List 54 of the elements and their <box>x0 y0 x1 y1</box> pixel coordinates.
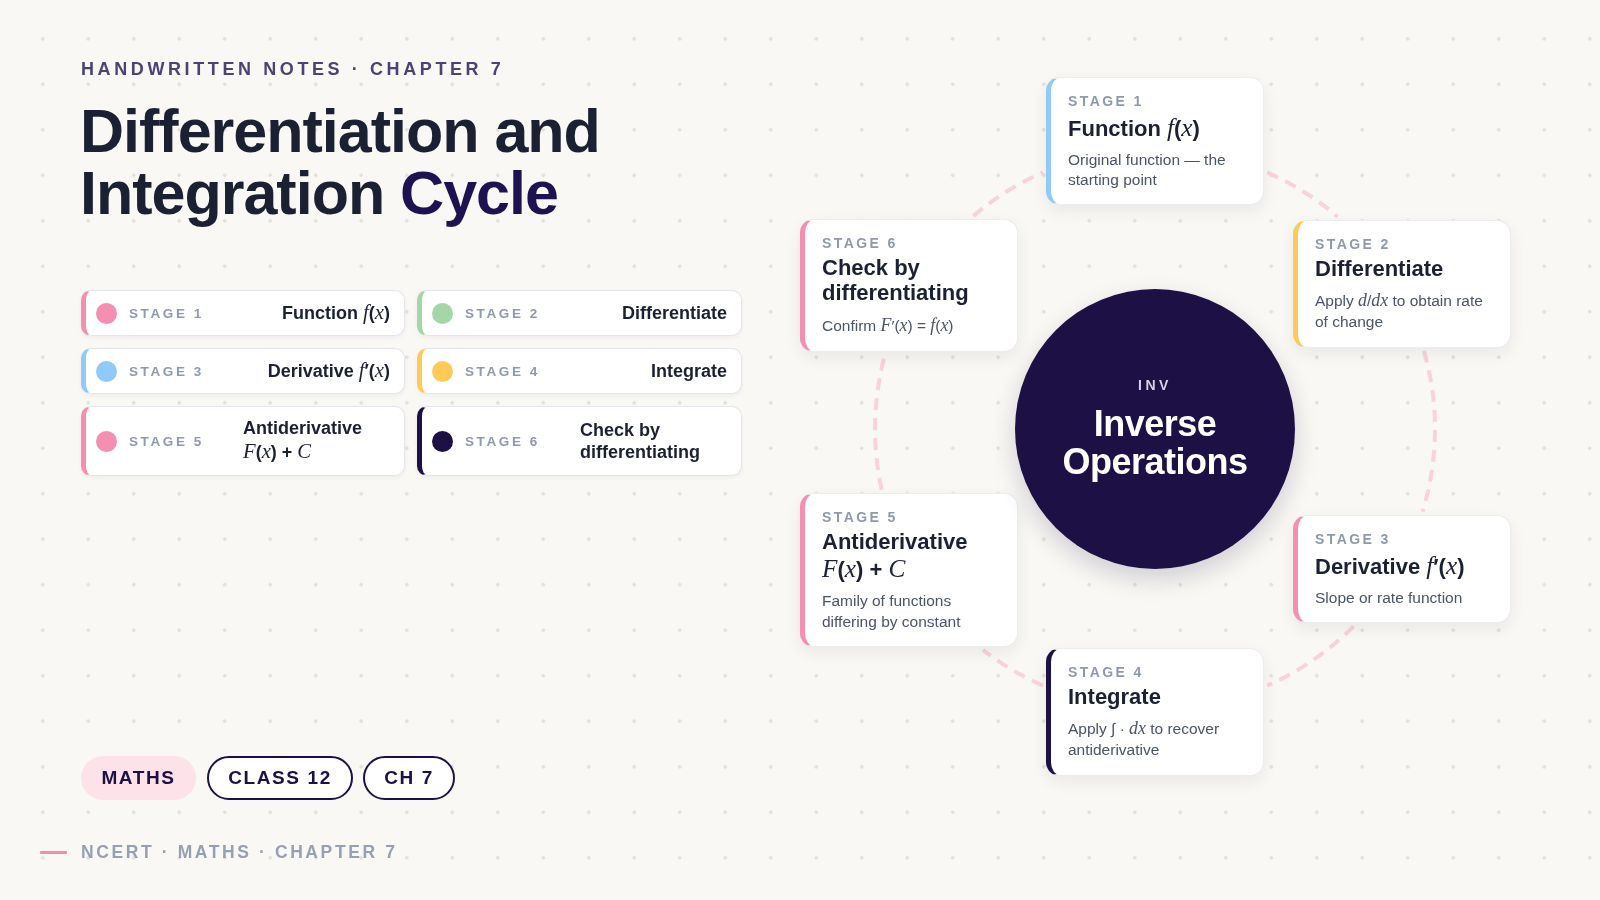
stage-title: Check by differentiating <box>822 255 970 306</box>
stage-title: Check by differentiating <box>579 418 701 464</box>
stage-description: Apply d/dx to obtain rate of change <box>1315 289 1484 333</box>
stage-title: Differentiate <box>1315 256 1445 282</box>
stage-description: Apply ∫ · dx to recover antiderivative <box>1068 717 1221 761</box>
stage-title: Derivative f′(x) <box>1315 551 1466 581</box>
class-tag: CLASS 12 <box>207 756 353 800</box>
stage-title: Function f(x) <box>281 300 390 326</box>
stage-row-card <box>417 406 742 476</box>
dashed-arc <box>972 170 1044 218</box>
chapter-tag: CH 7 <box>363 756 455 800</box>
stage-row-card <box>417 290 742 336</box>
circle-title: Inverse Operations <box>1061 405 1249 481</box>
stage-label: STAGE 6 <box>465 433 540 449</box>
stage-card <box>1293 515 1511 624</box>
stage-description: Slope or rate function <box>1315 588 1464 609</box>
stage-title: Antiderivative F(x) + C <box>822 529 969 584</box>
dashed-arc <box>1266 170 1339 219</box>
circle-label: INV <box>1138 377 1172 393</box>
footer-text: NCERT · MATHS · CHAPTER 7 <box>81 842 398 863</box>
stage-title: Integrate <box>649 359 727 383</box>
stage-row-card <box>81 348 405 394</box>
stage-title: Differentiate <box>620 301 727 325</box>
stage-description: Confirm F′(x) = f(x) <box>822 313 955 337</box>
stage-card <box>1046 648 1264 776</box>
stage-row-card <box>417 348 742 394</box>
subject-tag: MATHS <box>81 756 196 800</box>
stage-title: Antiderivative F(x) + C <box>242 416 364 465</box>
stage-label: STAGE 5 <box>129 433 204 449</box>
stage-label: STAGE 4 <box>465 363 540 379</box>
dashed-arc <box>1266 624 1355 688</box>
stage-label: STAGE 1 <box>1068 93 1145 109</box>
stage-label: STAGE 3 <box>1315 531 1392 547</box>
stage-label: STAGE 2 <box>465 305 540 321</box>
stage-label: STAGE 3 <box>129 363 204 379</box>
stage-card <box>800 493 1018 647</box>
stage-label: STAGE 4 <box>1068 664 1145 680</box>
stage-title: Function f(x) <box>1068 113 1201 143</box>
stage-description: Original function — the starting point <box>1068 150 1227 191</box>
stage-label: STAGE 2 <box>1315 236 1392 252</box>
stage-description: Family of functions differing by constant <box>822 591 962 632</box>
dashed-arc <box>1420 350 1437 513</box>
stage-label: STAGE 1 <box>129 305 204 321</box>
stage-title: Integrate <box>1068 684 1162 710</box>
stage-label: STAGE 6 <box>822 235 899 251</box>
stage-row-card <box>81 406 405 476</box>
stage-title: Derivative f′(x) <box>266 358 390 384</box>
stage-card <box>800 219 1018 352</box>
stage-label: STAGE 5 <box>822 509 899 525</box>
stage-card <box>1046 77 1264 206</box>
eyebrow-heading: HANDWRITTEN NOTES · CHAPTER 7 <box>81 59 505 80</box>
dashed-arc <box>981 648 1044 688</box>
stage-row-card <box>81 290 405 336</box>
stage-card <box>1293 220 1511 348</box>
